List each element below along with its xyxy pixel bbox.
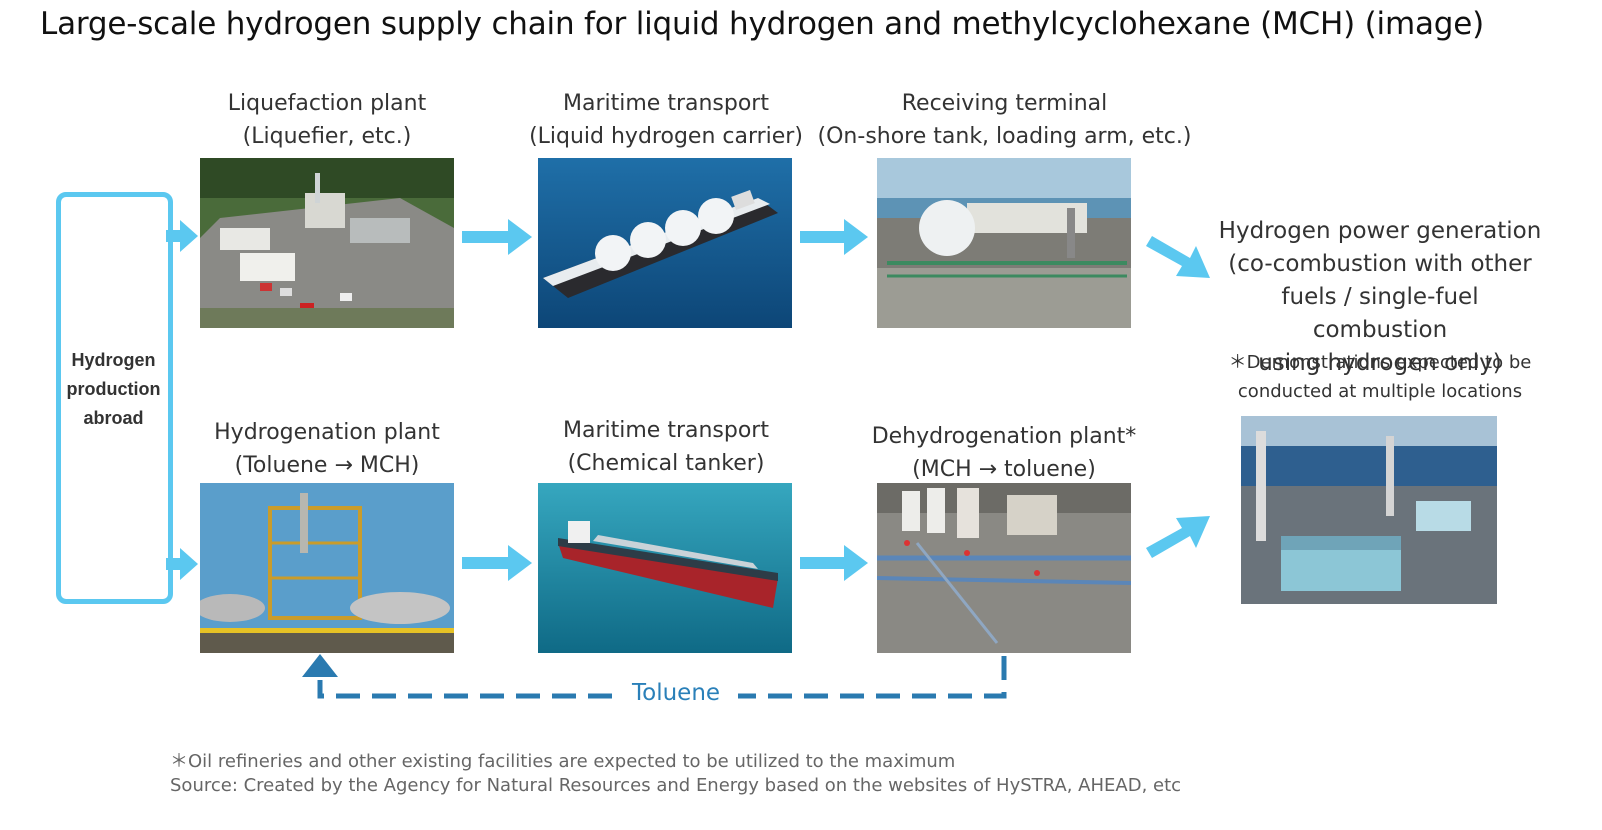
power-line-2: (co-combustion with other — [1228, 251, 1532, 277]
power-generation-note: ＊Demonstrations expected to be conducted… — [1215, 348, 1545, 406]
arrow-hydrogenation-to-tanker — [462, 545, 532, 581]
origin-label: Hydrogen production abroad — [60, 346, 167, 433]
power-generation-label: Hydrogen power generation (co-combustion… — [1215, 215, 1545, 380]
arrow-terminal-to-power — [1146, 236, 1210, 278]
lh2-transport-label: Maritime transport (Liquid hydrogen carr… — [520, 87, 812, 153]
receiving-terminal-title: Receiving terminal — [901, 91, 1108, 116]
chemical-transport-subtitle: (Chemical tanker) — [567, 451, 765, 476]
dehydrogenation-plant-subtitle: (MCH → toluene) — [912, 457, 1096, 482]
receiving-terminal-label: Receiving terminal (On-shore tank, loadi… — [812, 87, 1197, 153]
liquefaction-plant-label: Liquefaction plant (Liquefier, etc.) — [200, 87, 454, 153]
chemical-tanker-photo — [538, 483, 792, 653]
origin-line-3: abroad — [83, 408, 144, 428]
power-line-1: Hydrogen power generation — [1218, 218, 1542, 244]
power-note-2: conducted at multiple locations — [1237, 381, 1523, 402]
diagram-title: Large-scale hydrogen supply chain for li… — [40, 6, 1484, 42]
hydrogenation-plant-label: Hydrogenation plant (Toluene → MCH) — [190, 416, 464, 482]
footnote-source: Source: Created by the Agency for Natura… — [170, 775, 1182, 796]
arrow-origin-to-hydrogenation — [166, 548, 198, 580]
origin-line-2: production — [66, 379, 161, 399]
dehydrogenation-plant-photo — [877, 483, 1131, 653]
liquid-hydrogen-carrier-photo — [538, 158, 792, 328]
chemical-transport-title: Maritime transport — [563, 418, 769, 443]
receiving-terminal-subtitle: (On-shore tank, loading arm, etc.) — [817, 124, 1192, 149]
power-line-4: using hydrogen only) — [1258, 350, 1502, 376]
hydrogenation-plant-subtitle: (Toluene → MCH) — [234, 453, 420, 478]
liquefaction-plant-photo — [200, 158, 454, 328]
arrow-origin-to-liquefaction — [166, 220, 198, 252]
arrow-dehydrogenation-to-power — [1146, 516, 1210, 558]
origin-line-1: Hydrogen — [71, 350, 156, 370]
lh2-transport-title: Maritime transport — [563, 91, 769, 116]
dehydrogenation-plant-label: Dehydrogenation plant* (MCH → toluene) — [850, 420, 1158, 486]
liquefaction-plant-subtitle: (Liquefier, etc.) — [242, 124, 412, 149]
liquefaction-plant-title: Liquefaction plant — [227, 91, 427, 116]
footnote: ＊Oil refineries and other existing facil… — [170, 750, 1181, 798]
arrow-tanker-to-dehydrogenation — [800, 545, 868, 581]
toluene-arrowhead — [302, 654, 338, 677]
origin-box — [56, 192, 173, 604]
lh2-transport-subtitle: (Liquid hydrogen carrier) — [529, 124, 803, 149]
power-plant-photo — [1241, 416, 1497, 604]
receiving-terminal-photo — [877, 158, 1131, 328]
hydrogenation-plant-title: Hydrogenation plant — [214, 420, 440, 445]
power-line-3: fuels / single-fuel combustion — [1281, 284, 1479, 343]
power-note-1: ＊Demonstrations expected to be — [1228, 352, 1532, 373]
arrow-transport-to-terminal — [800, 219, 868, 255]
hydrogenation-plant-photo — [200, 483, 454, 653]
toluene-loop-label: Toluene — [632, 680, 721, 706]
footnote-line-1: ＊Oil refineries and other existing facil… — [170, 751, 956, 772]
dehydrogenation-plant-title: Dehydrogenation plant* — [871, 424, 1137, 449]
arrow-liquefaction-to-transport — [462, 219, 532, 255]
chemical-transport-label: Maritime transport (Chemical tanker) — [530, 414, 802, 480]
